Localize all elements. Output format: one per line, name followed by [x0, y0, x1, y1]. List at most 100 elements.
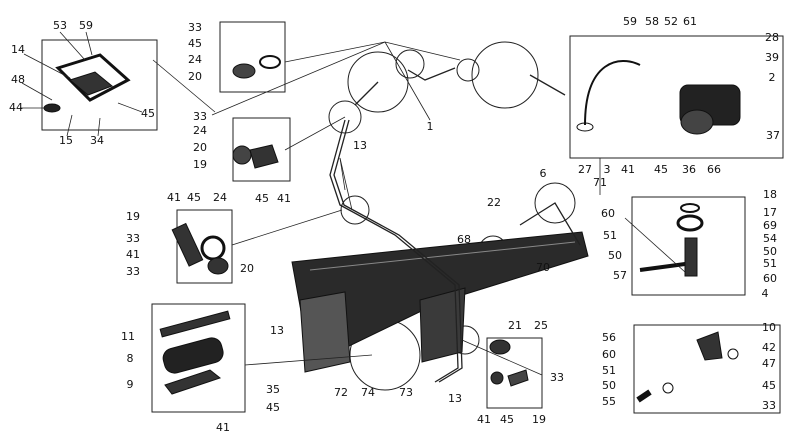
callout-44: 44	[9, 101, 23, 114]
washer-part	[43, 103, 61, 113]
callout-55: 55	[602, 395, 616, 408]
callout-18: 18	[763, 188, 777, 201]
callout-33: 33	[126, 232, 140, 245]
callout-4: 4	[761, 287, 769, 300]
leader-lines	[20, 31, 686, 376]
boot-8	[162, 337, 224, 374]
valve-body	[684, 237, 698, 277]
callout-15: 15	[59, 134, 73, 147]
callout-53: 53	[53, 19, 67, 32]
callout-19: 19	[532, 413, 546, 426]
callout-19: 19	[193, 158, 207, 171]
fitting-55	[636, 389, 652, 403]
callout-9: 9	[126, 378, 134, 391]
seal-17	[676, 214, 704, 232]
callout-72: 72	[334, 386, 348, 399]
callout-42: 42	[762, 341, 776, 354]
callout-45: 45	[141, 107, 155, 120]
callout-45: 45	[500, 413, 514, 426]
callout-17: 17	[763, 206, 777, 219]
callout-56: 56	[602, 331, 616, 344]
callout-8: 8	[126, 352, 134, 365]
callout-73: 73	[399, 386, 413, 399]
callout-41: 41	[167, 191, 181, 204]
callout-6: 6	[539, 167, 547, 180]
callout-33: 33	[193, 110, 207, 123]
callout-33: 33	[550, 371, 564, 384]
callout-41: 41	[477, 413, 491, 426]
lever-57	[639, 262, 686, 272]
bracket-inner	[68, 71, 113, 96]
callout-25: 25	[534, 319, 548, 332]
clamp-body-mid	[249, 144, 279, 169]
washer-42	[727, 348, 739, 360]
callout-50: 50	[602, 379, 616, 392]
bar-11	[159, 310, 231, 338]
callout-33: 33	[762, 399, 776, 412]
detail-circle-6	[340, 195, 370, 225]
callout-69: 69	[763, 219, 777, 232]
clamp-part	[259, 55, 281, 69]
inset-frame-top-right	[569, 35, 784, 159]
callout-59: 59	[623, 15, 637, 28]
callout-45: 45	[266, 401, 280, 414]
bracket-frame	[55, 53, 131, 102]
callout-60: 60	[602, 348, 616, 361]
callout-2: 2	[768, 71, 776, 84]
detail-circle-3	[456, 58, 480, 82]
callout-59: 59	[79, 19, 93, 32]
detail-circle-4	[471, 41, 539, 109]
inset-frame-top-left	[41, 39, 158, 131]
callout-45: 45	[654, 163, 668, 176]
callout-11: 11	[121, 330, 135, 343]
ring-18	[680, 203, 700, 213]
callout-22: 22	[487, 196, 501, 209]
callout-50: 50	[763, 245, 777, 258]
clip-ring	[232, 63, 256, 79]
callout-52: 52	[664, 15, 678, 28]
bracket-9	[164, 369, 222, 395]
detail-circle-2	[395, 49, 425, 79]
callout-41: 41	[216, 421, 230, 434]
clip-41	[490, 371, 504, 385]
callout-61: 61	[683, 15, 697, 28]
callout-74: 74	[361, 386, 375, 399]
clamp-ring-mid	[232, 145, 252, 165]
chassis-frame	[291, 231, 589, 373]
callout-24: 24	[188, 53, 202, 66]
callout-51: 51	[603, 229, 617, 242]
detail-circle-7	[534, 182, 576, 224]
bracket-10	[696, 331, 723, 361]
hose-end-ring	[576, 122, 594, 132]
callout-51: 51	[602, 364, 616, 377]
callout-45: 45	[187, 191, 201, 204]
inset-frame-bottom-left	[151, 303, 246, 413]
callout-13: 13	[353, 139, 367, 152]
callout-34: 34	[90, 134, 104, 147]
callout-33: 33	[126, 265, 140, 278]
callout-39: 39	[765, 51, 779, 64]
callout-20: 20	[240, 262, 254, 275]
inset-frame-mid-left	[232, 117, 291, 182]
callout-66: 66	[707, 163, 721, 176]
callout-1: 1	[426, 120, 434, 133]
callout-51: 51	[763, 257, 777, 270]
callout-45: 45	[188, 37, 202, 50]
callout-35: 35	[266, 383, 280, 396]
pipe-routing	[329, 67, 581, 383]
callout-68: 68	[457, 233, 471, 246]
hose-part	[584, 60, 641, 126]
callout-57: 57	[613, 269, 627, 282]
callout-19: 19	[126, 210, 140, 223]
callout-33: 33	[188, 21, 202, 34]
grommet-21	[489, 339, 511, 355]
callout-41: 41	[277, 192, 291, 205]
callout-60: 60	[601, 207, 615, 220]
inset-frame-top-small	[219, 21, 286, 93]
callout-20: 20	[193, 141, 207, 154]
callout-10: 10	[762, 321, 776, 334]
callout-47: 47	[762, 357, 776, 370]
ring-50	[662, 382, 674, 394]
clip-grommet	[207, 257, 229, 275]
